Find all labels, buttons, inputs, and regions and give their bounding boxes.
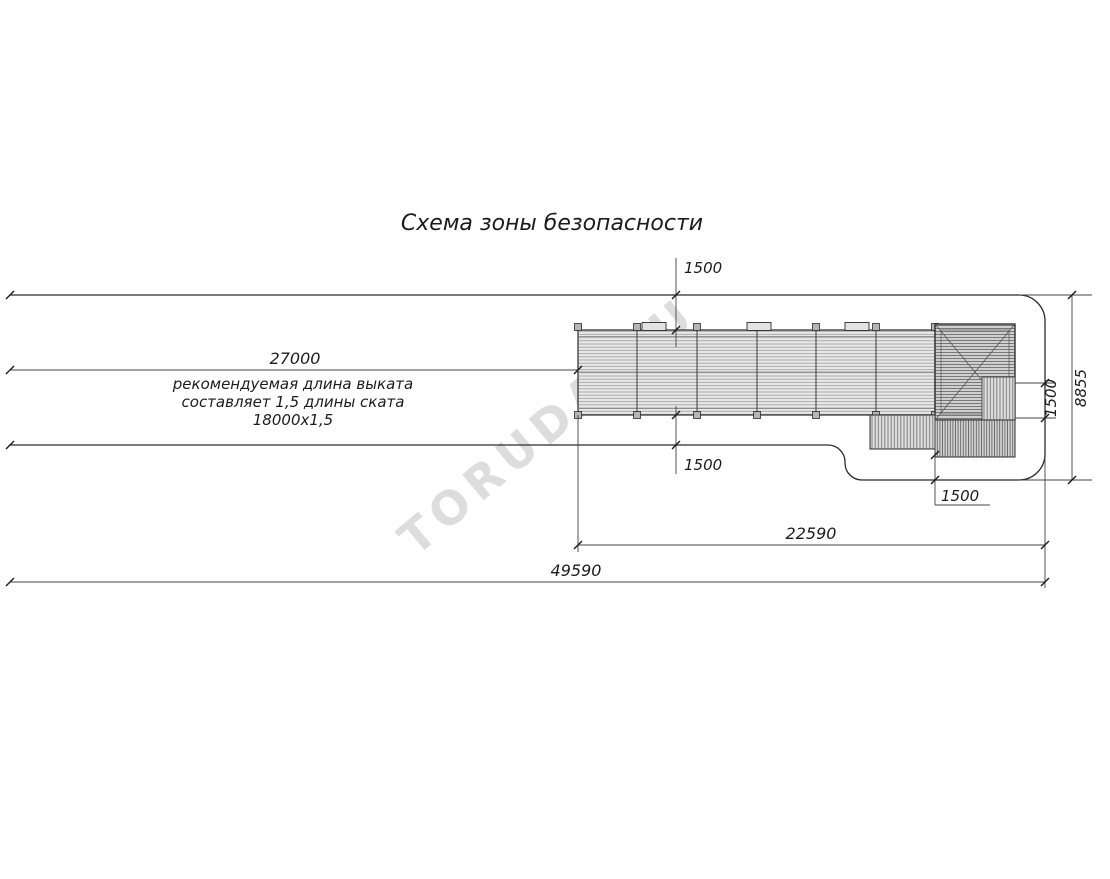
dim-label-27000: 27000 bbox=[270, 349, 321, 368]
dim-label-49590: 49590 bbox=[551, 561, 602, 580]
tower-ladder bbox=[981, 376, 1016, 421]
dim-label-stairs-1500: 1500 bbox=[941, 487, 979, 505]
roof-hip-lines bbox=[934, 323, 1016, 421]
runout-note-line1: рекомендуемая длина выката bbox=[172, 375, 413, 393]
dimension-lines bbox=[10, 258, 1092, 588]
ramp-structure bbox=[574, 322, 939, 419]
dimension-labels: 1500 27000 рекомендуемая длина выката со… bbox=[172, 259, 1090, 580]
ramp-cross-beams bbox=[636, 330, 877, 415]
runout-note-line2: составляет 1,5 длины ската bbox=[182, 393, 405, 411]
ramp-top-tabs bbox=[641, 322, 870, 331]
dim-label-22590: 22590 bbox=[786, 524, 837, 543]
runout-note-line3: 18000х1,5 bbox=[253, 411, 333, 429]
page-title: Схема зоны безопасности bbox=[401, 211, 703, 236]
dim-label-8855: 8855 bbox=[1072, 369, 1090, 407]
dim-label-top-1500: 1500 bbox=[684, 259, 722, 277]
dimension-ticks bbox=[5, 290, 1077, 587]
dim-label-right-1500: 1500 bbox=[1042, 379, 1060, 417]
tower-structure bbox=[934, 323, 1016, 421]
dim-label-left-1500: 1500 bbox=[684, 456, 722, 474]
stairs-structure bbox=[869, 414, 1016, 458]
